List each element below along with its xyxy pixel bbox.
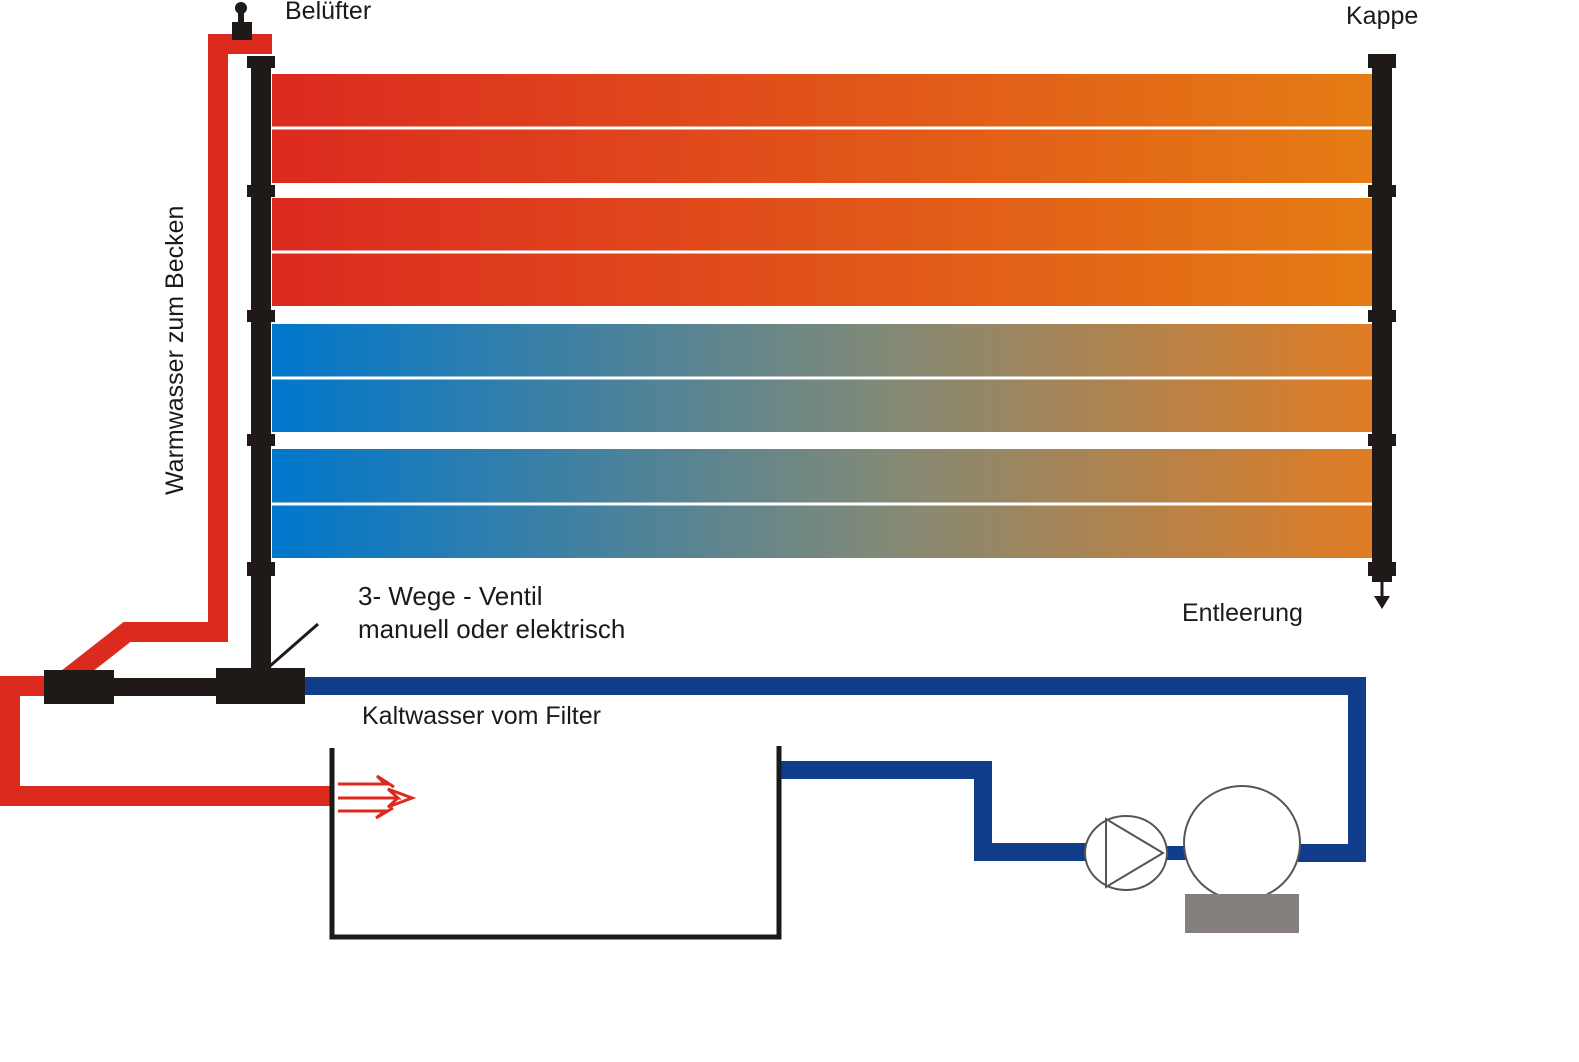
pump-to-filter-pipe [1166, 846, 1188, 860]
collector-panels [272, 74, 1372, 558]
drain-arrow-icon [1374, 582, 1390, 609]
right-header-pipe [1368, 54, 1396, 582]
three-way-valve [216, 668, 305, 704]
pool [329, 746, 782, 940]
cold-supply-label: Kaltwasser vom Filter [362, 702, 601, 730]
drain-label: Entleerung [1182, 599, 1303, 627]
tee-fitting [44, 670, 114, 704]
left-header-pipe [247, 56, 275, 688]
air-vent-icon [232, 2, 252, 40]
vent-label: Belüfter [285, 0, 371, 25]
pump-icon [1084, 815, 1168, 891]
warm-return-label: Warmwasser zum Becken [161, 206, 189, 495]
valve-label-line2: manuell oder elektrisch [358, 614, 625, 644]
sand-filter-icon [1183, 785, 1301, 933]
pool-return-pipe [0, 676, 332, 806]
pump-suction-pipe [779, 761, 1086, 861]
warm-water-pipe [51, 34, 272, 694]
cap-label: Kappe [1346, 2, 1418, 30]
inflow-arrows-icon [338, 774, 417, 820]
valve-label-line1: 3- Wege - Ventil [358, 581, 543, 611]
valve-leader-line [269, 622, 319, 668]
cold-water-pipe [305, 677, 1366, 862]
valve-connector-pipe [112, 678, 218, 696]
